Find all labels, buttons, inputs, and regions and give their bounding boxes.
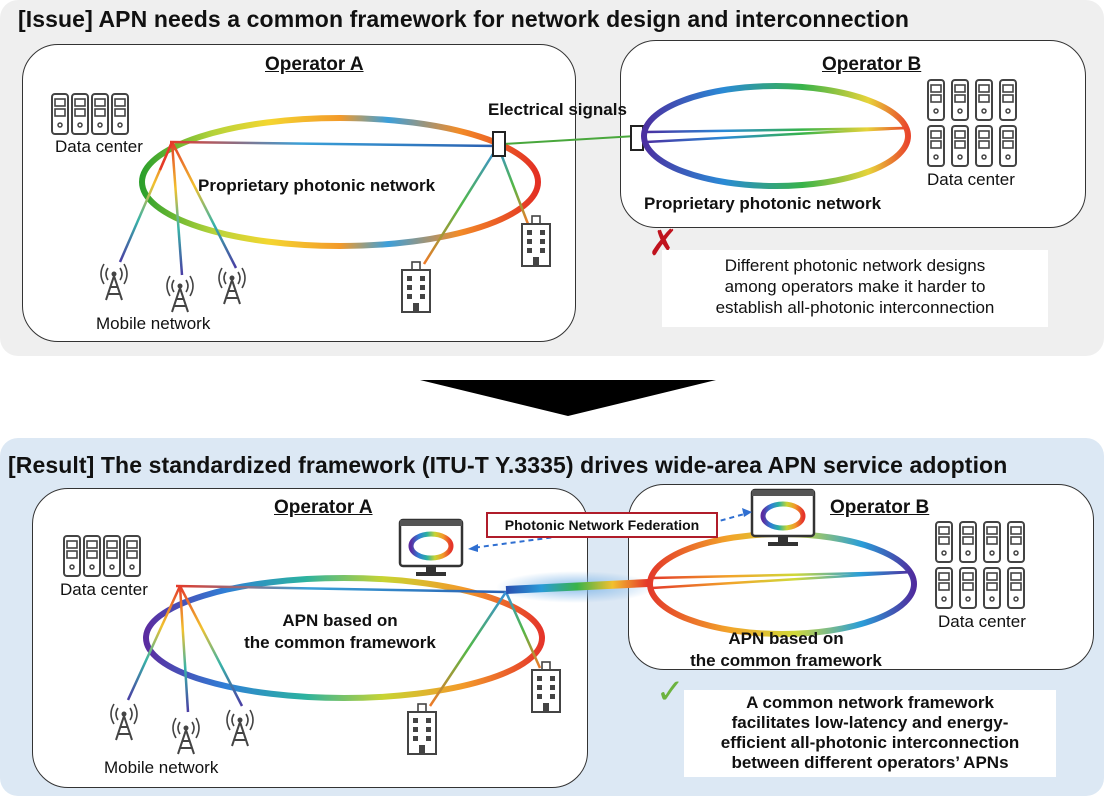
issue-building-icon-2 — [521, 215, 551, 267]
benefit-check-icon: ✓ — [656, 673, 685, 711]
result-operator-b-title: Operator B — [830, 497, 930, 518]
issue-network-a-label: Proprietary photonic network — [198, 176, 436, 195]
issue-antenna-icon-3 — [218, 267, 246, 305]
result-operator-a-title: Operator A — [274, 497, 373, 518]
result-operator-a-network — [126, 575, 545, 713]
issue-operator-b-title: Operator B — [822, 54, 922, 75]
issue-data-center-a-icon — [51, 93, 129, 135]
issue-problem-note: Different photonic network designs among… — [662, 250, 1048, 327]
issue-network-b-label: Proprietary photonic network — [644, 194, 882, 213]
result-network-b-line-1: APN based on — [728, 629, 844, 648]
result-network-a-label: APN based on the common framework — [210, 610, 470, 654]
issue-operator-b-network — [641, 83, 911, 189]
problem-line-1: Different photonic network designs — [724, 256, 986, 275]
issue-data-center-a-label: Data center — [55, 137, 143, 156]
issue-data-center-b-label: Data center — [927, 170, 1015, 189]
result-photonic-bridge — [505, 579, 649, 594]
result-mobile-network-label: Mobile network — [104, 758, 219, 777]
down-arrow-icon — [420, 380, 716, 416]
result-network-a-line-1: APN based on — [282, 611, 398, 630]
benefit-line-3: efficient all-photonic interconnection — [720, 733, 1020, 752]
issue-operator-a-network — [118, 115, 541, 276]
federation-arrows — [468, 508, 752, 552]
result-building-icon-1 — [407, 703, 437, 755]
result-network-a-line-2: the common framework — [244, 633, 436, 652]
issue-converter-a-icon — [492, 131, 506, 157]
result-data-center-a-icon — [63, 535, 141, 577]
problem-line-2: among operators make it harder to — [724, 277, 986, 296]
problem-line-3: establish all-photonic interconnection — [715, 298, 995, 317]
result-antenna-icon-2 — [172, 717, 200, 755]
result-antenna-icon-3 — [226, 709, 254, 747]
federation-label-box: Photonic Network Federation — [486, 512, 718, 538]
result-network-b-line-2: the common framework — [690, 651, 882, 670]
benefit-line-4: between different operators’ APNs — [731, 753, 1009, 772]
result-benefit-note: A common network framework facilitates l… — [684, 690, 1056, 777]
result-building-icon-2 — [531, 661, 561, 713]
benefit-line-1: A common network framework — [746, 693, 994, 712]
result-monitor-a-icon — [400, 520, 462, 576]
result-heading: [Result] The standardized framework (ITU… — [8, 452, 1008, 478]
issue-antenna-icon-2 — [166, 275, 194, 313]
issue-electrical-link — [502, 135, 637, 145]
result-network-b-label: APN based on the common framework — [656, 628, 916, 672]
result-operator-b-network — [647, 531, 917, 637]
result-data-center-a-label: Data center — [60, 580, 148, 599]
result-data-center-b-label: Data center — [938, 612, 1026, 631]
result-antenna-icon-1 — [110, 703, 138, 741]
result-data-center-b-icon — [935, 521, 1025, 609]
issue-antenna-icon-1 — [100, 263, 128, 301]
issue-electrical-signals-label: Electrical signals — [488, 100, 627, 119]
benefit-line-2: facilitates low-latency and energy- — [731, 713, 1009, 732]
issue-mobile-network-label: Mobile network — [96, 314, 211, 333]
issue-building-icon-1 — [401, 261, 431, 313]
issue-operator-a-title: Operator A — [265, 54, 364, 75]
issue-heading: [Issue] APN needs a common framework for… — [18, 6, 910, 32]
issue-data-center-b-icon — [927, 79, 1017, 167]
